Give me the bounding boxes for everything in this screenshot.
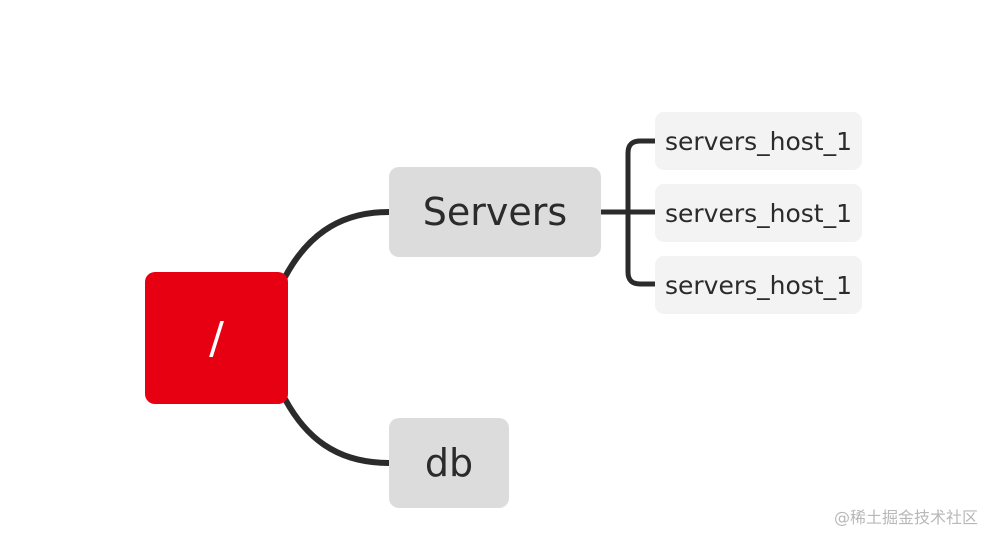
servers-node[interactable]: Servers xyxy=(389,167,601,257)
connector-servers-bracket xyxy=(598,138,658,287)
servers-host-node-3[interactable]: servers_host_1 xyxy=(655,256,862,314)
servers-host-label-1: servers_host_1 xyxy=(664,126,853,156)
servers-host-label-2: servers_host_1 xyxy=(664,198,853,228)
connector-root-servers xyxy=(282,209,392,280)
root-node[interactable]: / xyxy=(145,272,288,404)
db-node[interactable]: db xyxy=(389,418,509,508)
servers-host-node-1[interactable]: servers_host_1 xyxy=(655,112,862,170)
servers-host-label-3: servers_host_1 xyxy=(664,270,853,300)
db-node-label: db xyxy=(424,441,474,485)
servers-host-node-2[interactable]: servers_host_1 xyxy=(655,184,862,242)
connector-root-db xyxy=(282,396,392,466)
servers-node-label: Servers xyxy=(422,190,568,234)
watermark: @稀土掘金技术社区 xyxy=(833,508,978,527)
root-node-label: / xyxy=(209,312,224,364)
